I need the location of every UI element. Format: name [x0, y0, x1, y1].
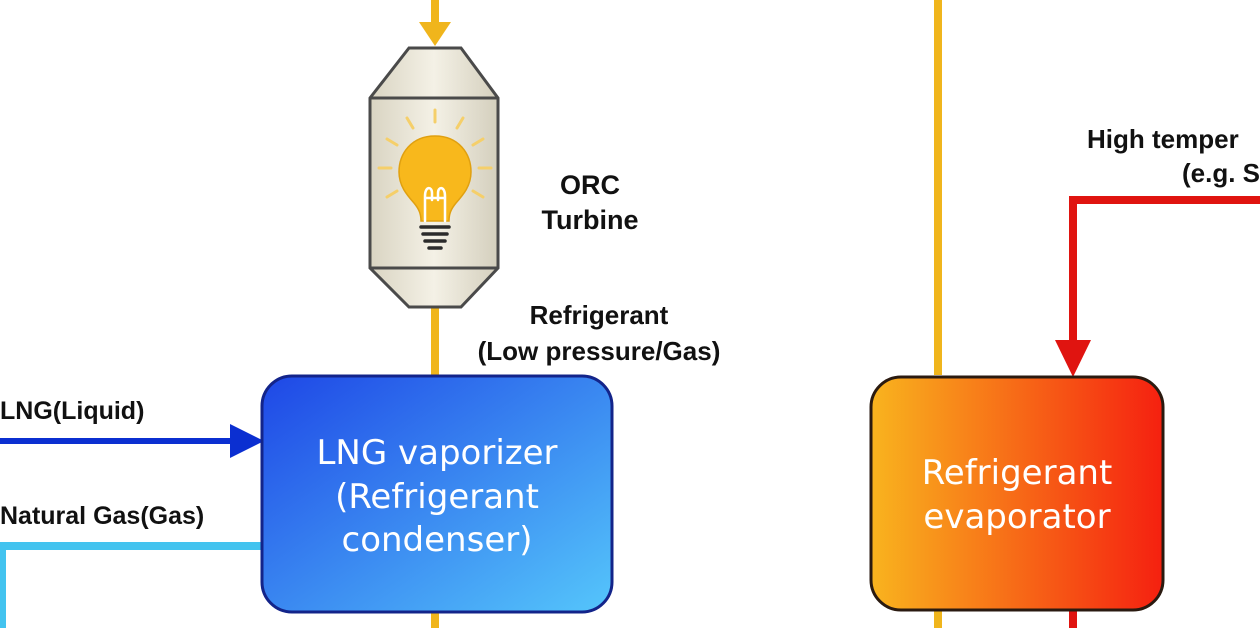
orc-turbine	[368, 46, 500, 309]
arrow-down-icon	[1055, 340, 1091, 377]
arrow-right-icon	[230, 424, 264, 458]
vaporizer-text-line2: (Refrigerant	[335, 476, 539, 517]
lng-liquid-label: LNG(Liquid)	[0, 397, 145, 425]
lng-vaporizer-box	[260, 374, 614, 614]
natural-gas-line	[0, 542, 266, 628]
lightbulb-icon	[377, 108, 493, 250]
lng-vaporizer-text: LNG vaporizer (Refrigerant condenser)	[262, 432, 612, 563]
high-temp-label-line2: (e.g. S	[1182, 158, 1260, 188]
high-temp-label-line1: High temper	[1087, 124, 1239, 154]
orc-turbine-label-line1: ORC	[560, 170, 620, 200]
heat-source-line	[1069, 196, 1260, 348]
vaporizer-text-line3: condenser)	[341, 520, 533, 561]
refrigerant-evaporator-box	[869, 375, 1165, 612]
orc-turbine-label: ORC Turbine	[520, 168, 660, 238]
refrigerant-low-pressure-label: Refrigerant (Low pressure/Gas)	[452, 297, 746, 369]
refrigerant-evaporator-text: Refrigerant evaporator	[871, 452, 1163, 539]
refrigerant-label-line1: Refrigerant	[529, 300, 669, 330]
evaporator-text-line2: evaporator	[923, 496, 1111, 537]
refrigerant-label-line2: (Low pressure/Gas)	[477, 336, 721, 366]
orc-turbine-label-line2: Turbine	[541, 205, 639, 235]
arrow-down-icon	[419, 22, 451, 46]
natural-gas-label: Natural Gas(Gas)	[0, 502, 205, 530]
lng-inlet	[0, 424, 264, 458]
high-temp-label: High temper (e.g. S	[1087, 122, 1260, 190]
heat-source	[1055, 196, 1260, 628]
evaporator-text-line1: Refrigerant	[921, 453, 1113, 493]
refrigerant-lines	[419, 0, 942, 628]
vaporizer-text-line1: LNG vaporizer	[316, 433, 558, 473]
